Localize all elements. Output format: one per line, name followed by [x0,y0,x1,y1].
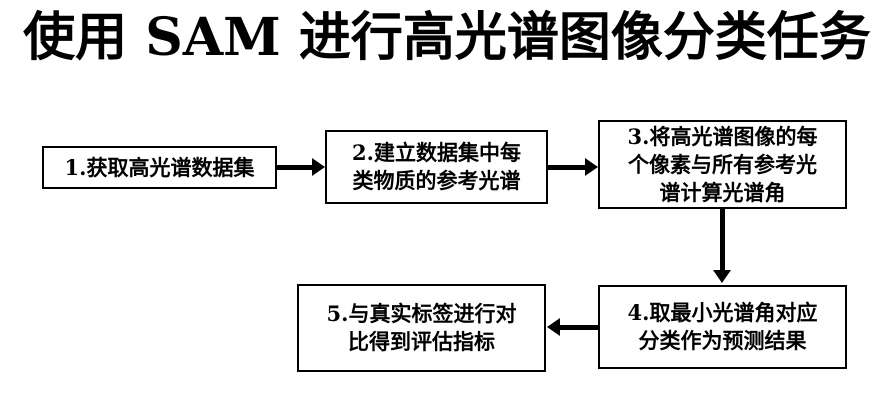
flow-node-step-4-line-1: 4.取最小光谱角对应 [627,300,818,325]
flow-node-step-5: 5.与真实标签进行对 比得到评估指标 [297,284,546,372]
flow-node-step-2: 2.建立数据集中每 类物质的参考光谱 [325,130,548,204]
arrow-left-icon-step4-to-step5 [547,318,560,336]
arrow-step1-to-step2-line [277,165,314,170]
flow-node-step-5-text: 5.与真实标签进行对 比得到评估指标 [305,300,538,356]
flow-node-step-5-line-1: 5.与真实标签进行对 [326,301,517,326]
flow-node-step-3-line-3: 谱计算光谱角 [659,179,786,205]
flow-node-step-5-line-2: 比得到评估指标 [348,329,495,354]
page-title: 使用 SAM 进行高光谱图像分类任务 [23,7,871,68]
arrow-right-icon-step1-to-step2 [312,158,325,176]
flow-node-step-4-text: 4.取最小光谱角对应 分类作为预测结果 [606,299,839,355]
flow-node-step-4: 4.取最小光谱角对应 分类作为预测结果 [598,285,847,369]
flow-node-step-4-line-2: 分类作为预测结果 [638,328,807,353]
flow-node-step-2-text: 2.建立数据集中每 类物质的参考光谱 [333,139,540,195]
flow-node-step-2-line-1: 2.建立数据集中每 [352,140,521,165]
arrow-step3-to-step4-line [720,209,725,272]
arrow-step2-to-step3-line [548,165,585,170]
flow-node-step-3-text: 3.将高光谱图像的每 个像素与所有参考光 谱计算光谱角 [606,123,839,207]
flow-node-step-2-line-2: 类物质的参考光谱 [352,168,521,193]
flow-node-step-1: 1.获取高光谱数据集 [42,146,277,189]
arrow-down-icon-step3-to-step4 [713,270,731,283]
flow-node-step-3-line-1: 3.将高光谱图像的每 [627,123,818,149]
flow-node-step-1-line-1: 1.获取高光谱数据集 [64,154,255,180]
arrow-step4-to-step5-line [560,325,598,330]
arrow-right-icon-step2-to-step3 [585,158,598,176]
flow-node-step-3: 3.将高光谱图像的每 个像素与所有参考光 谱计算光谱角 [598,120,847,209]
flow-node-step-3-line-2: 个像素与所有参考光 [628,151,817,177]
